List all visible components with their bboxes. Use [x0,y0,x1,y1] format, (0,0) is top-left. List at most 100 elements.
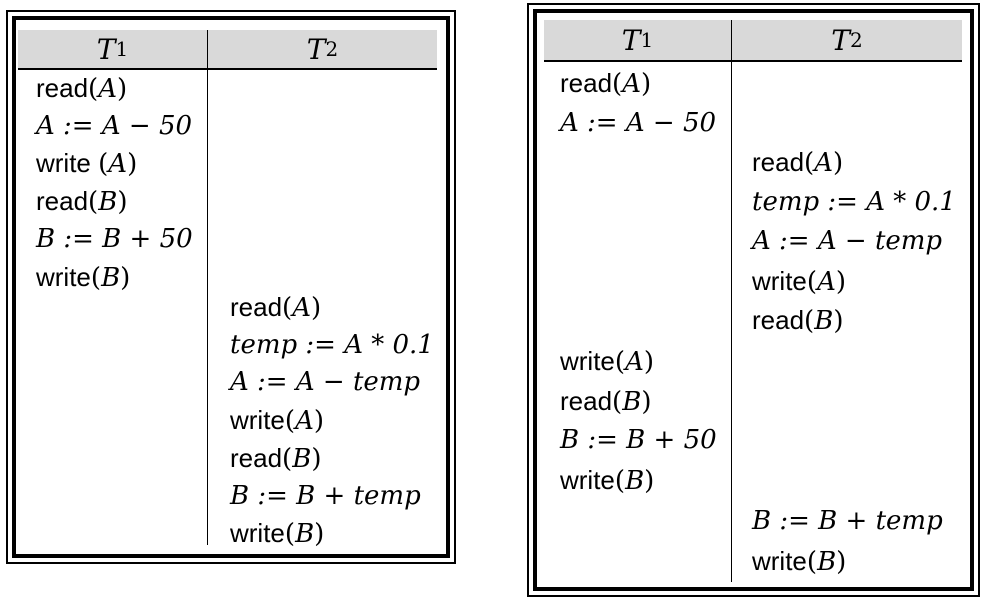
paren-close: ) [833,306,844,336]
schedule-2-t2-op: temp := A * 0.1 [752,189,956,215]
operation-keyword: read [752,305,805,335]
paren-close: ) [311,443,322,474]
operation-argument: A [814,148,833,178]
paren-close: ) [643,347,654,377]
schedule-1-t2-op: B := B + temp [230,483,421,509]
paren-open: ( [614,347,626,377]
schedule-2-frame [533,9,974,591]
schedule-2-t2-op: A := A − temp [752,228,942,254]
operation-argument: B [101,262,121,293]
schedule-2-t1-op: read(A) [560,70,651,97]
paren-close: ) [313,406,324,437]
paren-close: ) [836,546,847,577]
operation-argument: A [98,74,117,104]
schedule-1-t2-op: write(A) [230,407,324,434]
paren-open: ( [282,443,293,474]
schedule-2-column-divider [731,20,732,582]
schedule-1-t1-op: write (A) [36,150,137,177]
operation-expression: A := A − temp [752,226,943,256]
schedule-1-t2-op: A := A − temp [230,369,420,395]
operation-keyword: write [230,405,285,436]
schedule-2-t1-op: B := B + 50 [560,427,717,453]
operation-keyword: read [230,292,283,322]
schedule-2-t2-op: B := B + temp [752,508,943,534]
paren-open: ( [88,74,99,104]
paren-open: ( [804,148,815,178]
operation-argument: A [292,293,311,323]
paren-close: ) [116,74,128,104]
operation-expression: B := B + 50 [36,223,193,254]
operation-argument: B [292,443,312,474]
schedule-2-t1-op: read(B) [560,388,651,415]
schedule-1-t1-op: write(B) [36,264,130,291]
operation-keyword: write [36,148,99,179]
schedule-1-t2-op: read(B) [230,445,321,472]
operation-argument: B [295,519,315,550]
operation-expression: A := A − temp [230,367,421,398]
schedule-2-t2-op: read(B) [752,307,843,334]
schedule-1-t1-op: B := B + 50 [36,226,193,252]
operation-keyword: write [560,464,615,495]
paren-close: ) [640,69,652,99]
schedule-2-t2-op: write(A) [752,268,846,295]
operation-argument: B [625,465,645,496]
operation-keyword: write [752,545,807,576]
schedule-1-t2-op: read(A) [230,294,321,321]
operation-argument: A [622,69,641,99]
paren-close: ) [127,149,138,180]
schedule-2-t1-op: A := A − 50 [560,110,716,136]
schedule-1-t2-op: write(B) [230,520,324,547]
operation-argument: A [625,347,644,377]
operation-keyword: write [560,346,615,376]
paren-close: ) [641,386,652,417]
paren-close: ) [835,266,846,297]
operation-argument: B [622,386,642,417]
paren-close: ) [120,262,131,293]
paren-close: ) [644,465,655,496]
schedule-1-t1-op: read(A) [36,75,127,102]
operation-argument: B [98,187,118,218]
schedule-1-t1-op: A := A − 50 [36,113,192,139]
operation-expression: B := B + temp [752,506,943,536]
operation-argument: B [817,546,837,577]
paren-close: ) [310,293,322,323]
paren-close: ) [832,148,844,178]
paren-open: ( [90,262,102,293]
paren-open: ( [284,519,296,550]
operation-expression: temp := A * 0.1 [752,186,956,217]
operation-keyword: write [752,265,807,296]
paren-open: ( [88,187,99,218]
operation-expression: temp := A * 0.1 [230,329,434,360]
schedule-1-t2-op: temp := A * 0.1 [230,332,434,358]
operation-argument: A [108,149,128,180]
paren-open: ( [612,386,623,417]
operation-keyword: read [230,442,283,473]
schedule-1-t1-op: read(B) [36,188,127,215]
operation-expression: A := A − 50 [36,110,193,141]
paren-open: ( [282,293,293,323]
schedule-1-column-divider [207,30,208,545]
operation-keyword: write [230,518,285,549]
operation-keyword: read [752,147,805,177]
operation-expression: A := A − 50 [560,107,717,138]
operation-keyword: read [560,385,613,416]
operation-keyword: read [36,186,89,217]
paren-close: ) [117,187,128,218]
schedule-2-t2-op: write(B) [752,548,846,575]
paren-open: ( [806,546,818,577]
operation-keyword: write [36,261,91,292]
paren-open: ( [806,266,818,297]
operation-expression: B := B + 50 [560,425,717,455]
schedule-2-t2-op: read(A) [752,149,843,176]
paren-open: ( [804,306,815,336]
paren-open: ( [284,406,296,437]
schedule-2-t1-op: write(B) [560,467,654,494]
operation-argument: A [817,266,836,297]
schedule-2-t1-op: write(A) [560,348,654,375]
paren-open: ( [614,465,626,496]
